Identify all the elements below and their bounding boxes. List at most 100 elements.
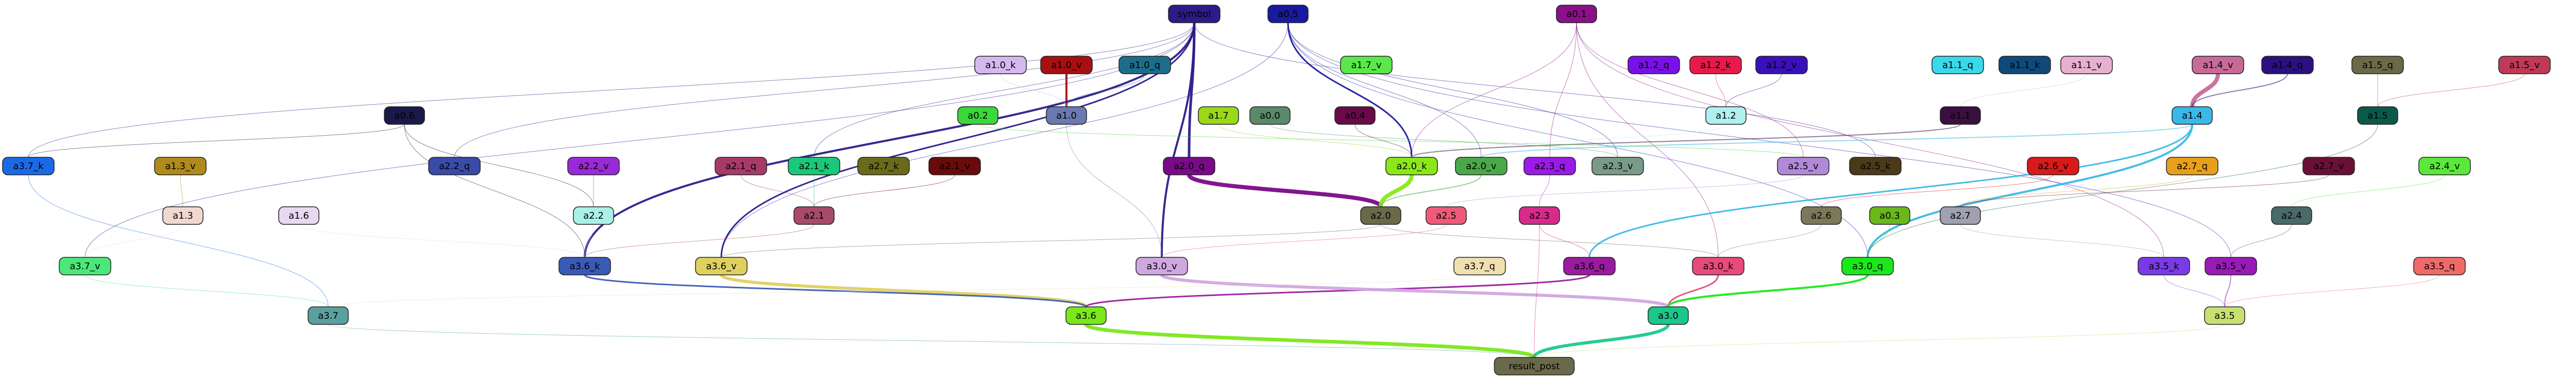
node-a1-1[interactable]: a1.1 [1940,106,1981,125]
node-a2-1-v[interactable]: a2.1_v [928,157,981,175]
node-box [1426,206,1467,225]
edge-a1.7-to-a2.0_k [1218,124,1412,158]
node-a3-6-q[interactable]: a3.6_q [1563,257,1616,275]
node-a1-4-v[interactable]: a1.4_v [2192,56,2244,74]
node-box [573,206,614,225]
node-a0-6[interactable]: a0.6 [384,106,425,125]
edge-a0.6-to-a2.2 [404,124,594,207]
node-a2-4-v[interactable]: a2.4_v [2418,157,2471,175]
node-a2-1-k[interactable]: a2.1_k [788,157,840,175]
node-a2-4[interactable]: a2.4 [2271,206,2312,225]
node-a2-5[interactable]: a2.5 [1426,206,1467,225]
node-a3-6[interactable]: a3.6 [1065,306,1107,325]
node-a2-7[interactable]: a2.7 [1940,206,1981,225]
node-a1-3-v[interactable]: a1.3_v [154,157,207,175]
node-a1-5-q[interactable]: a1.5_q [2351,56,2404,74]
node-a2-6-v[interactable]: a2.6_v [2027,157,2079,175]
edge-a1.5_v-to-a1.5 [2377,73,2525,107]
node-a3-0-k[interactable]: a3.0_k [1692,257,1744,275]
edge-a3.7_v-to-a3.7 [84,274,329,307]
node-a0-3[interactable]: a0.3 [1869,206,1910,225]
node-a1-1-k[interactable]: a1.1_k [1998,56,2051,74]
node-label: a1.2_q [1638,60,1669,71]
node-box [857,157,910,175]
node-a3-5[interactable]: a3.5 [2204,306,2245,325]
node-a1-1-v[interactable]: a1.1_v [2060,56,2113,74]
node-box [384,106,425,125]
node-a2-0-v[interactable]: a2.0_v [1455,157,1507,175]
node-a1-5-v[interactable]: a1.5_v [2498,56,2551,74]
node-a3-7-v[interactable]: a3.7_v [59,257,111,275]
node-a1-4-q[interactable]: a1.4_q [2261,56,2314,74]
node-a2-1-q[interactable]: a2.1_q [715,157,767,175]
node-a2-7-k[interactable]: a2.7_k [857,157,910,175]
node-a1-2-k[interactable]: a1.2_k [1689,56,1742,74]
edge-a2.7-to-a3.5_k [1960,224,2164,258]
node-a1-6[interactable]: a1.6 [278,206,319,225]
node-box [2192,56,2244,74]
node-a2-0[interactable]: a2.0 [1360,206,1401,225]
node-a2-0-k[interactable]: a2.0_k [1385,157,1438,175]
node-a1-2[interactable]: a1.2 [1705,106,1747,125]
node-a3-0-q[interactable]: a3.0_q [1841,257,1894,275]
node-box [308,306,349,325]
edge-a2.7_q-to-a2.7 [1960,174,2193,207]
node-a3-7-k[interactable]: a3.7_k [2,157,55,175]
node-a2-2[interactable]: a2.2 [573,206,614,225]
node-a1-1-q[interactable]: a1.1_q [1931,56,1984,74]
node-a2-5-v[interactable]: a2.5_v [1777,157,1829,175]
node-label: a2.1 [804,210,824,221]
node-a2-3-v[interactable]: a2.3_v [1591,157,1644,175]
node-a2-7-v[interactable]: a2.7_v [2302,157,2355,175]
node-a0-1[interactable]: a0.1 [1556,5,1597,23]
node-a2-2-q[interactable]: a2.2_q [428,157,481,175]
edge-a0.6-to-a3.6_k [404,124,585,258]
node-a1-7[interactable]: a1.7 [1198,106,1239,125]
node-result-post[interactable]: result_post [1494,357,1575,375]
edge-symbol-to-a2.2_q [454,22,1195,158]
node-a3-5-q[interactable]: a3.5_q [2413,257,2466,275]
node-a3-6-k[interactable]: a3.6_k [558,257,611,275]
node-a1-0-q[interactable]: a1.0_q [1118,56,1171,74]
edge-a1.4_v-to-a1.4 [2190,73,2220,107]
node-a2-6[interactable]: a2.6 [1801,206,1842,225]
node-a0-2[interactable]: a0.2 [957,106,998,125]
node-label: a1.2_v [1766,60,1797,71]
node-a2-2-v[interactable]: a2.2_v [567,157,620,175]
node-a2-1[interactable]: a2.1 [793,206,835,225]
graph-nodes: symbol a0.5 a0.1 a1.0_k a1.0_v a1.0_q a1.7_v a1… [2,5,2551,375]
node-a0-0[interactable]: a0.0 [1249,106,1291,125]
node-label: a1.6 [289,210,309,221]
node-a0-5[interactable]: a0.5 [1267,5,1309,23]
node-a3-0[interactable]: a3.0 [1648,306,1689,325]
node-a2-3[interactable]: a2.3 [1519,206,1560,225]
node-a3-0-v[interactable]: a3.0_v [1136,257,1188,275]
node-a1-4[interactable]: a1.4 [2172,106,2213,125]
node-a1-2-v[interactable]: a1.2_v [1755,56,1808,74]
node-a3-7[interactable]: a3.7 [308,306,349,325]
node-a2-0-q[interactable]: a2.0_q [1163,157,1215,175]
node-a1-0[interactable]: a1.0 [1046,106,1087,125]
node-a1-3[interactable]: a1.3 [162,206,204,225]
node-a3-5-v[interactable]: a3.5_v [2205,257,2257,275]
node-a2-5-k[interactable]: a2.5_k [1849,157,1902,175]
node-a0-4[interactable]: a0.4 [1334,106,1376,125]
node-box [2413,257,2466,275]
node-box [2271,206,2312,225]
edge-a0.2-to-a2.5_v [977,124,1804,158]
node-a1-7-v[interactable]: a1.7_v [1340,56,1393,74]
node-label: a0.5 [1278,9,1298,20]
node-symbol[interactable]: symbol [1168,5,1221,23]
node-a2-7-q[interactable]: a2.7_q [2166,157,2218,175]
node-a1-0-v[interactable]: a1.0_v [1040,56,1093,74]
node-a3-6-v[interactable]: a3.6_v [695,257,748,275]
node-a2-3-q[interactable]: a2.3_q [1523,157,1576,175]
node-a3-5-k[interactable]: a3.5_k [2138,257,2190,275]
node-a3-7-q[interactable]: a3.7_q [1453,257,1506,275]
node-a1-0-k[interactable]: a1.0_k [974,56,1027,74]
node-a1-5[interactable]: a1.5 [2357,106,2398,125]
node-a1-2-q[interactable]: a1.2_q [1628,56,1680,74]
node-box [428,157,481,175]
node-label: a2.3_q [1534,161,1565,172]
node-label: a3.5_k [2148,261,2179,272]
